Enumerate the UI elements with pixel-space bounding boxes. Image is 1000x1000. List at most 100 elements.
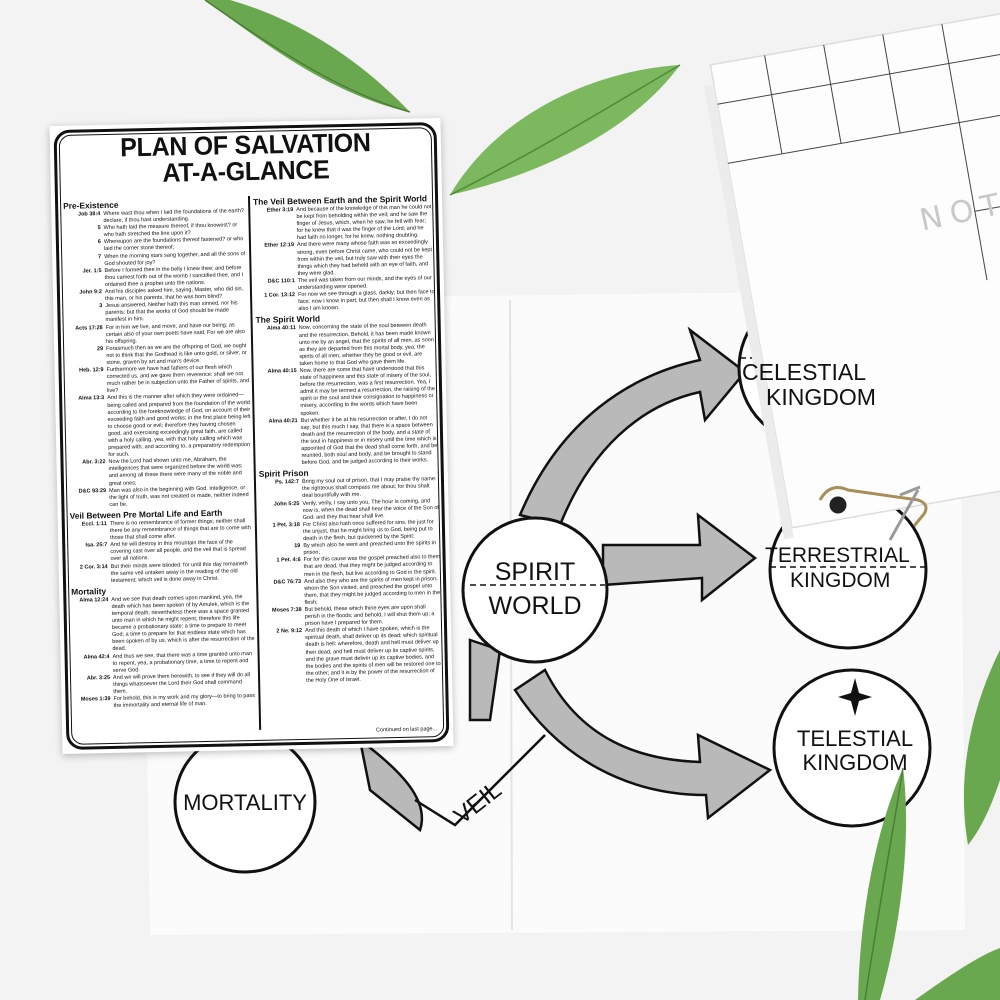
verse-reference: Isa. 25:7	[85, 542, 108, 549]
verse-text: Before I formed thee in the belly I knew…	[104, 264, 244, 288]
verse-text: Bring my soul out of prison, that I may …	[301, 476, 437, 500]
arrow-from-mortality	[358, 638, 502, 833]
verse-reference: 1 Pet. 3:18	[272, 521, 300, 529]
verse-text: Furthermore we have had fathers of our f…	[106, 364, 250, 395]
verse-text: For in him we live, and move, and have o…	[105, 321, 245, 345]
celestial-labels: CELESTIAL KINGDOM	[742, 359, 876, 410]
verse-text: And we see that death comes upon mankind…	[111, 594, 255, 653]
verse-reference: Alma 13:3	[78, 395, 105, 403]
verse-reference: Moses 1:39	[80, 696, 111, 703]
verse-reference: Ps. 142:7	[275, 479, 300, 486]
verse-reference: Abr. 3:25	[86, 674, 111, 682]
verse-reference: John 5:25	[273, 500, 300, 508]
telestial-label-2: KINGDOM	[802, 750, 907, 775]
leaf-icon	[963, 650, 1000, 845]
verse-reference: Alma 12:24	[79, 596, 109, 604]
verse-text: There is no remembrance of former things…	[109, 518, 251, 542]
verse-reference: Moses 7:38	[271, 606, 302, 614]
verse-reference: Jer. 1:5	[82, 267, 102, 275]
plan-of-salvation-flyer: PLAN OF SALVATION AT-A-GLANCE Pre-Existe…	[49, 117, 454, 755]
verse-text: But their minds were blinded: for until …	[110, 560, 248, 584]
arrow-to-celestial	[518, 326, 747, 527]
verse-text: For now we see through a glass, darkly; …	[297, 289, 435, 313]
verse-reference: Heb. 12:9	[79, 367, 104, 374]
verse-text: For behold, this is my work and my glory…	[113, 693, 256, 710]
terrestrial-label-1: TERRESTRIAL	[765, 544, 910, 567]
verse-reference: Ether 3:19	[266, 207, 294, 214]
celestial-label-2: KINGDOM	[766, 384, 876, 410]
verse-text: Verily, verily, I say unto you, The hour…	[302, 497, 439, 521]
verse-reference: 1 Cor. 13:12	[264, 292, 296, 299]
verse-text: And because of the knowledge of this man…	[296, 204, 432, 242]
flyer-right-column: The Veil Between Earth and the Spirit Wo…	[253, 192, 444, 732]
arrow-to-telestial	[513, 668, 773, 821]
verse-text: But whether it be at his resurrection or…	[300, 414, 438, 467]
verse-reference: John 9:2	[79, 289, 103, 296]
terrestrial-kingdom-circle: TERRESTRIAL KINGDOM	[765, 490, 928, 650]
leaf-icon	[204, 0, 411, 113]
verse-reference: 19	[294, 543, 301, 550]
verse-text: And we will prove them herewith, to see …	[112, 671, 251, 695]
spirit-world-circle: SPIRIT WORLD	[461, 516, 609, 664]
leaf-icon	[915, 948, 1000, 1000]
verse-text: Now, there are some that have understood…	[299, 365, 435, 417]
verse-text: And thus we see, that there was a time g…	[112, 650, 253, 674]
flyer-title: PLAN OF SALVATION AT-A-GLANCE	[50, 128, 442, 190]
verse-text: And there were many whose faith was so e…	[296, 239, 433, 277]
verse-reference: Alma 42:4	[83, 653, 110, 661]
verse-reference: D&C 93:29	[78, 487, 107, 495]
verse-text: For for this cause was the gospel preach…	[303, 554, 441, 578]
verse-text: For Christ also hath once suffered for s…	[302, 519, 434, 542]
verse-text: Man was also in the beginning with God. …	[109, 484, 249, 508]
spirit-world-label-1: SPIRIT	[495, 558, 576, 586]
paper-clip-icon	[818, 485, 928, 541]
spirit-world-label-2: WORLD	[488, 592, 581, 620]
verse-reference: Alma 40:15	[267, 368, 297, 375]
mortality-circle: MORTALITY	[173, 730, 317, 874]
mortality-label: MORTALITY	[183, 790, 307, 815]
flyer-footer: Continued on last page...	[375, 726, 438, 734]
verse-text: Now the Lord had shown unto me, Abraham,…	[108, 456, 243, 487]
sparkle-icon	[838, 678, 872, 716]
verse-reference: Alma 40:11	[266, 325, 296, 333]
verse-reference: Job 38:4	[77, 211, 101, 218]
veil-bracket	[414, 734, 546, 827]
verse-text: And this is the manner after which they …	[107, 392, 251, 459]
verse-reference: 7	[98, 253, 102, 260]
terrestrial-label-2: KINGDOM	[790, 569, 890, 592]
verse-reference: D&C 110:1	[267, 277, 295, 285]
verse-reference: 6	[97, 239, 101, 246]
verse-text: Jesus answered, Neither hath this man si…	[105, 300, 238, 324]
verse-reference: D&C 76:73	[273, 578, 302, 586]
telestial-kingdom-circle: TELESTIAL KINGDOM	[772, 668, 932, 828]
notebook: NOT	[704, 11, 1000, 540]
verse-reference: 3	[99, 303, 103, 310]
verse-reference: 29	[96, 345, 104, 352]
verse-text: And also they who are the spirits of men…	[303, 575, 441, 606]
verse-reference: Alma 40:21	[268, 417, 298, 425]
verse-reference: Acts 17:28	[75, 324, 103, 332]
verse-text: Forasmuch then as we are the offspring o…	[106, 342, 247, 366]
verse-text: And he will destroy in this mountain the…	[110, 539, 246, 563]
leaf-icon	[449, 64, 681, 196]
celestial-label-1: CELESTIAL	[742, 359, 866, 385]
telestial-label-1: TELESTIAL	[797, 726, 913, 751]
verse-reference: 2 Ne. 9:12	[276, 628, 303, 635]
verse-reference: Ether 12:19	[264, 242, 295, 250]
